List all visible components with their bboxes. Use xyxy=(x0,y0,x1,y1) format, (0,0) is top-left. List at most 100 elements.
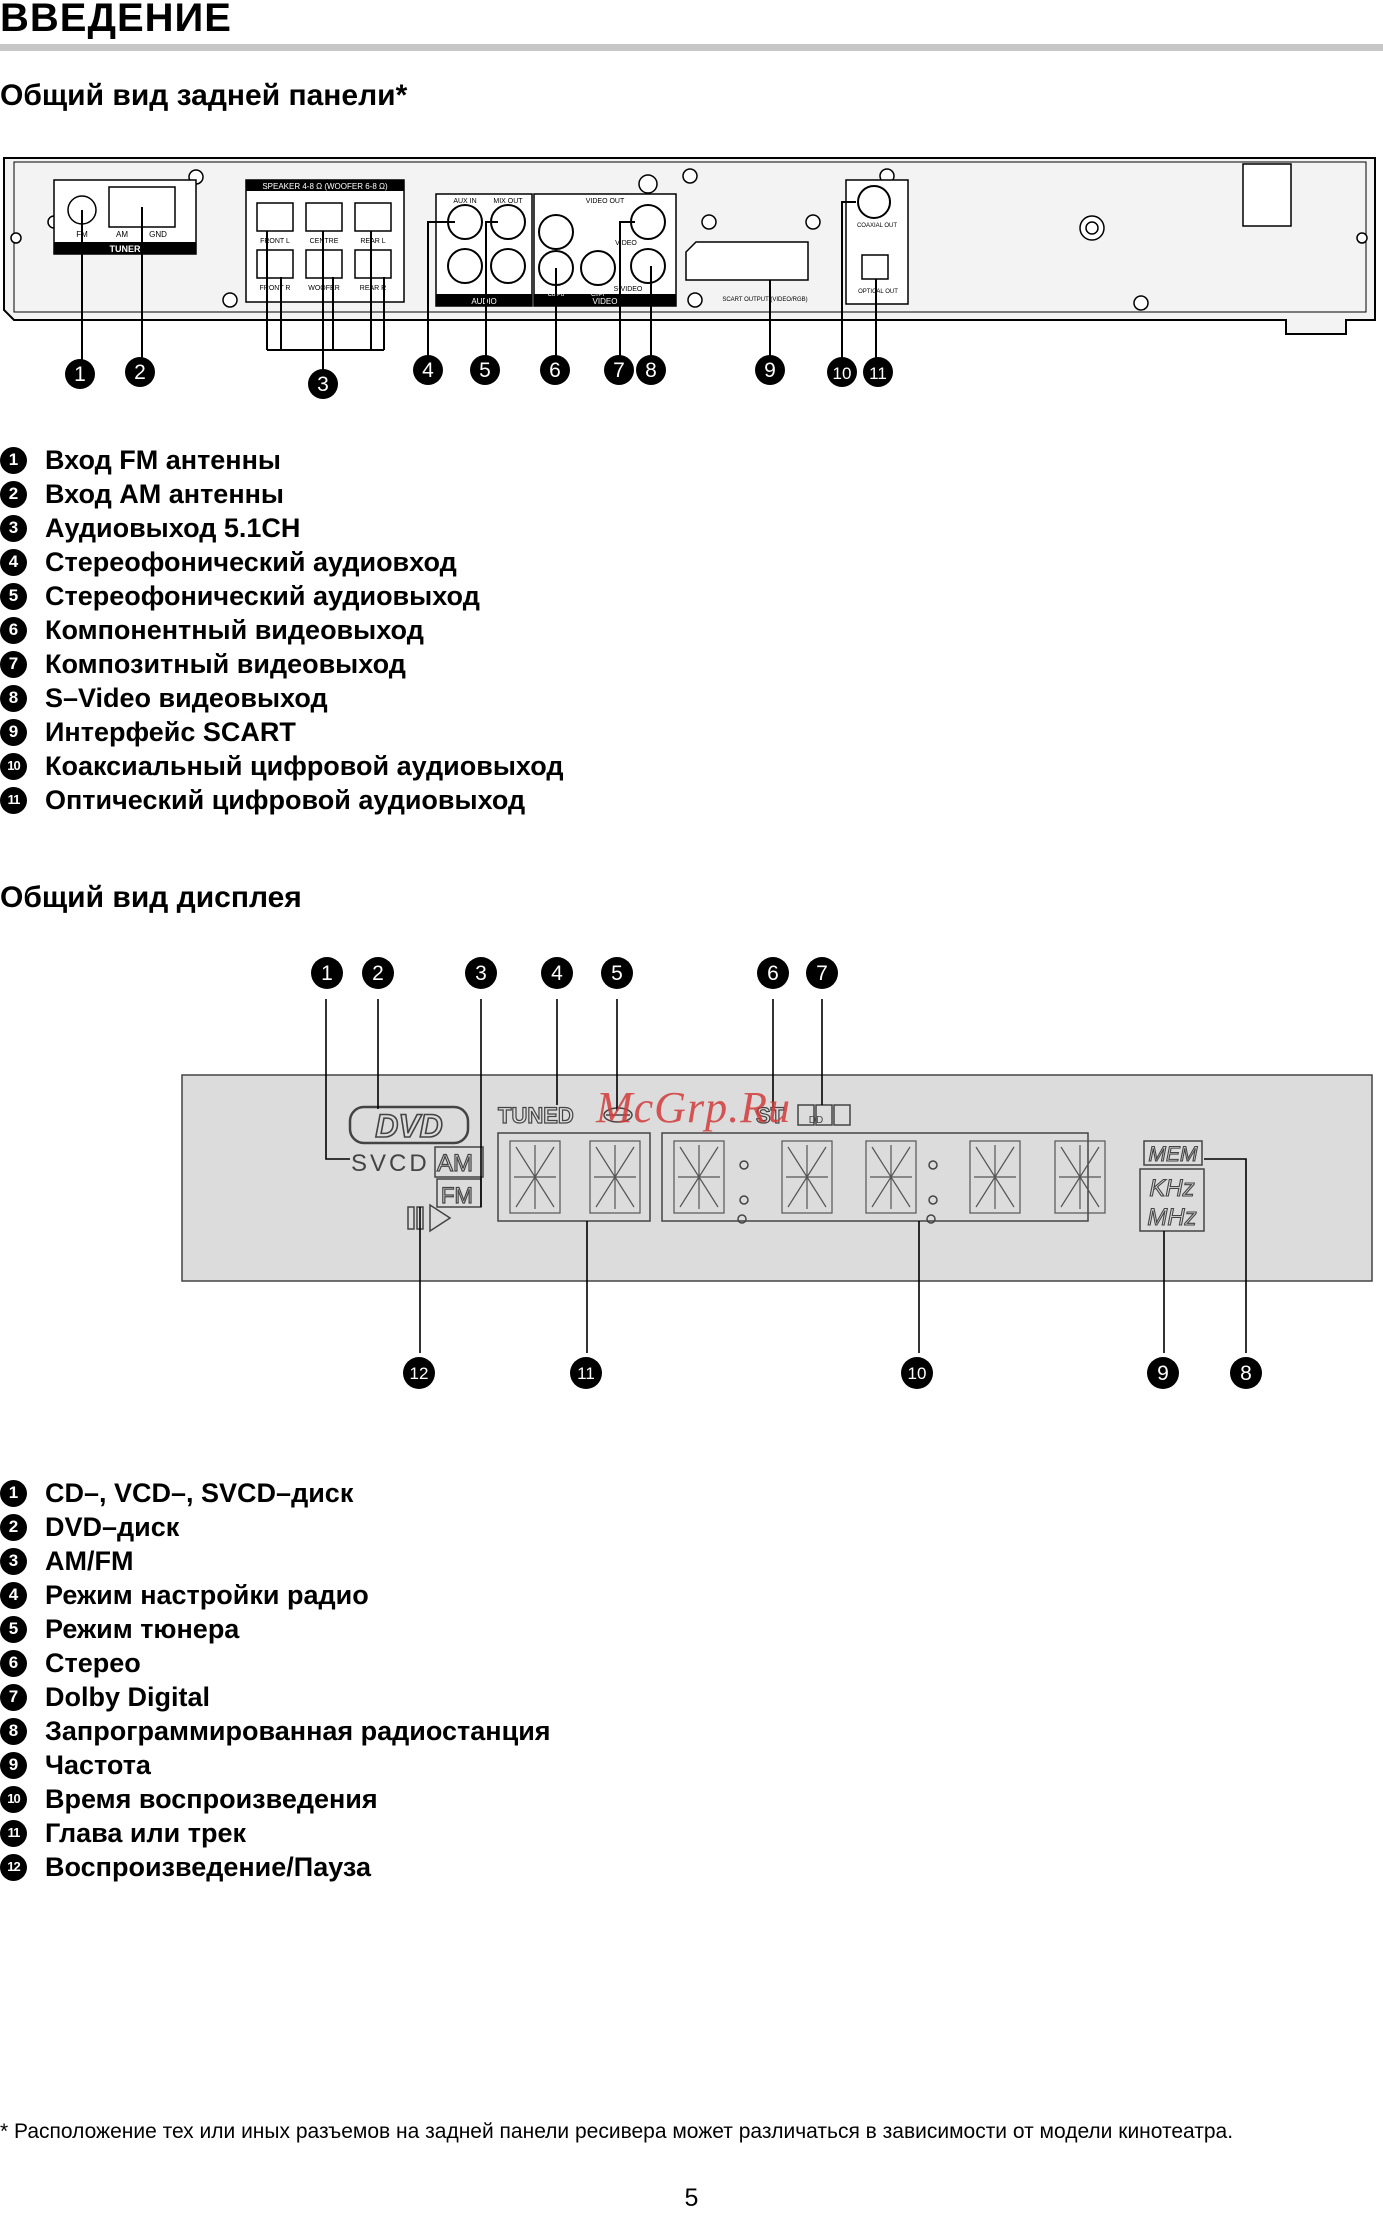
stereo-indicator: ST xyxy=(756,1103,785,1128)
svg-text:AUDIO: AUDIO xyxy=(471,297,496,306)
rear-callouts: 1 2 3 4 5 6 7 8 9 10 11 xyxy=(65,355,893,399)
svg-text:FRONT R: FRONT R xyxy=(260,285,291,292)
callout-3 xyxy=(308,369,338,399)
callout-6 xyxy=(757,957,789,989)
callout-11 xyxy=(570,1357,602,1389)
callout-10 xyxy=(827,357,857,387)
callout-5 xyxy=(601,957,633,989)
callout-2 xyxy=(362,957,394,989)
display-diagram: DVD SVCD AM FM TUNED ST DD MEM KHz MHz xyxy=(181,957,1373,1389)
fm-indicator: FM xyxy=(441,1183,473,1208)
svg-text:8: 8 xyxy=(645,359,657,382)
svg-text:COAXIAL OUT: COAXIAL OUT xyxy=(857,223,897,229)
callout-7 xyxy=(604,355,634,385)
callout-2 xyxy=(125,357,155,387)
callout-4 xyxy=(413,355,443,385)
svg-text:Cr/Pr: Cr/Pr xyxy=(591,292,605,298)
bracket xyxy=(1242,163,1292,227)
svg-text:7: 7 xyxy=(816,962,828,985)
svg-text:9: 9 xyxy=(1157,1362,1169,1385)
callout-1 xyxy=(311,957,343,989)
callout-3 xyxy=(465,957,497,989)
svg-text:2: 2 xyxy=(372,962,384,985)
svg-text:FRONT L: FRONT L xyxy=(260,238,290,245)
svg-text:AUX IN: AUX IN xyxy=(453,198,476,205)
svg-text:10: 10 xyxy=(833,364,852,383)
footnote: * Расположение тех или иных разъемов на … xyxy=(0,2120,1234,2143)
svg-text:9: 9 xyxy=(764,359,776,382)
dvd-indicator: DVD xyxy=(348,1105,470,1145)
rear-panel-heading: Общий вид задней панели* xyxy=(0,79,408,112)
tuned-indicator: TUNED xyxy=(498,1103,574,1128)
svg-text:5: 5 xyxy=(479,359,491,382)
speaker-label: SPEAKER 4-8 Ω (WOOFER 6-8 Ω) xyxy=(262,182,388,191)
callout-7 xyxy=(806,957,838,989)
chapter-track-group xyxy=(497,1132,651,1222)
callout-12 xyxy=(403,1357,435,1389)
callout-11 xyxy=(863,357,893,387)
svg-text:3: 3 xyxy=(475,962,487,985)
speaker-block xyxy=(245,179,405,303)
page-title: ВВЕДЕНИЕ xyxy=(0,0,232,40)
svcd-indicator: SVCD xyxy=(351,1150,430,1177)
svg-text:11: 11 xyxy=(869,364,887,383)
callout-1 xyxy=(65,359,95,389)
callout-9 xyxy=(1147,1357,1179,1389)
svg-text:10: 10 xyxy=(908,1364,927,1383)
display-callouts: 1 2 3 4 5 6 7 8 9 10 11 12 xyxy=(311,957,1262,1389)
svg-text:5: 5 xyxy=(611,962,623,985)
svg-text:S-VIDEO: S-VIDEO xyxy=(614,286,643,293)
svg-text:7: 7 xyxy=(613,359,625,382)
mem-indicator: MEM xyxy=(1149,1143,1199,1166)
optical-jack xyxy=(861,254,889,280)
svg-text:OPTICAL OUT: OPTICAL OUT xyxy=(858,289,898,295)
svg-text:MIX OUT: MIX OUT xyxy=(493,198,523,205)
svg-text:6: 6 xyxy=(549,359,561,382)
callout-6 xyxy=(540,355,570,385)
svg-text:REAR L: REAR L xyxy=(360,238,385,245)
svg-text:11: 11 xyxy=(577,1364,595,1383)
tuner-label: TUNER xyxy=(110,244,141,254)
svg-text:4: 4 xyxy=(551,962,563,985)
svg-text:1: 1 xyxy=(321,962,333,985)
display-heading: Общий вид дисплея xyxy=(0,881,302,914)
svg-text:8: 8 xyxy=(1240,1362,1252,1385)
svg-text:DVD: DVD xyxy=(375,1108,443,1144)
svg-text:SCART OUTPUT (VIDEO/RGB): SCART OUTPUT (VIDEO/RGB) xyxy=(722,297,807,303)
svg-text:2: 2 xyxy=(134,361,146,384)
svg-text:DD: DD xyxy=(809,1115,823,1126)
display-panel xyxy=(181,1074,1373,1282)
am-indicator: AM xyxy=(437,1150,473,1177)
callout-5 xyxy=(470,355,500,385)
svg-text:VIDEO: VIDEO xyxy=(593,297,618,306)
tuner-mode-icon xyxy=(603,1107,633,1123)
scart-connector xyxy=(685,241,809,281)
svg-text:6: 6 xyxy=(767,962,779,985)
svg-text:CENTRE: CENTRE xyxy=(310,238,339,245)
rear-panel-diagram: TUNER FM AM GND SPEAKER 4-8 Ω (WOOFER 6-… xyxy=(3,157,1376,399)
callout-10 xyxy=(901,1357,933,1389)
page-number: 5 xyxy=(684,2184,699,2212)
watermark: McGrp.Ru xyxy=(596,1083,791,1132)
svg-text:3: 3 xyxy=(317,373,329,396)
mhz-indicator: MHz xyxy=(1147,1204,1196,1231)
callout-8 xyxy=(1230,1357,1262,1389)
